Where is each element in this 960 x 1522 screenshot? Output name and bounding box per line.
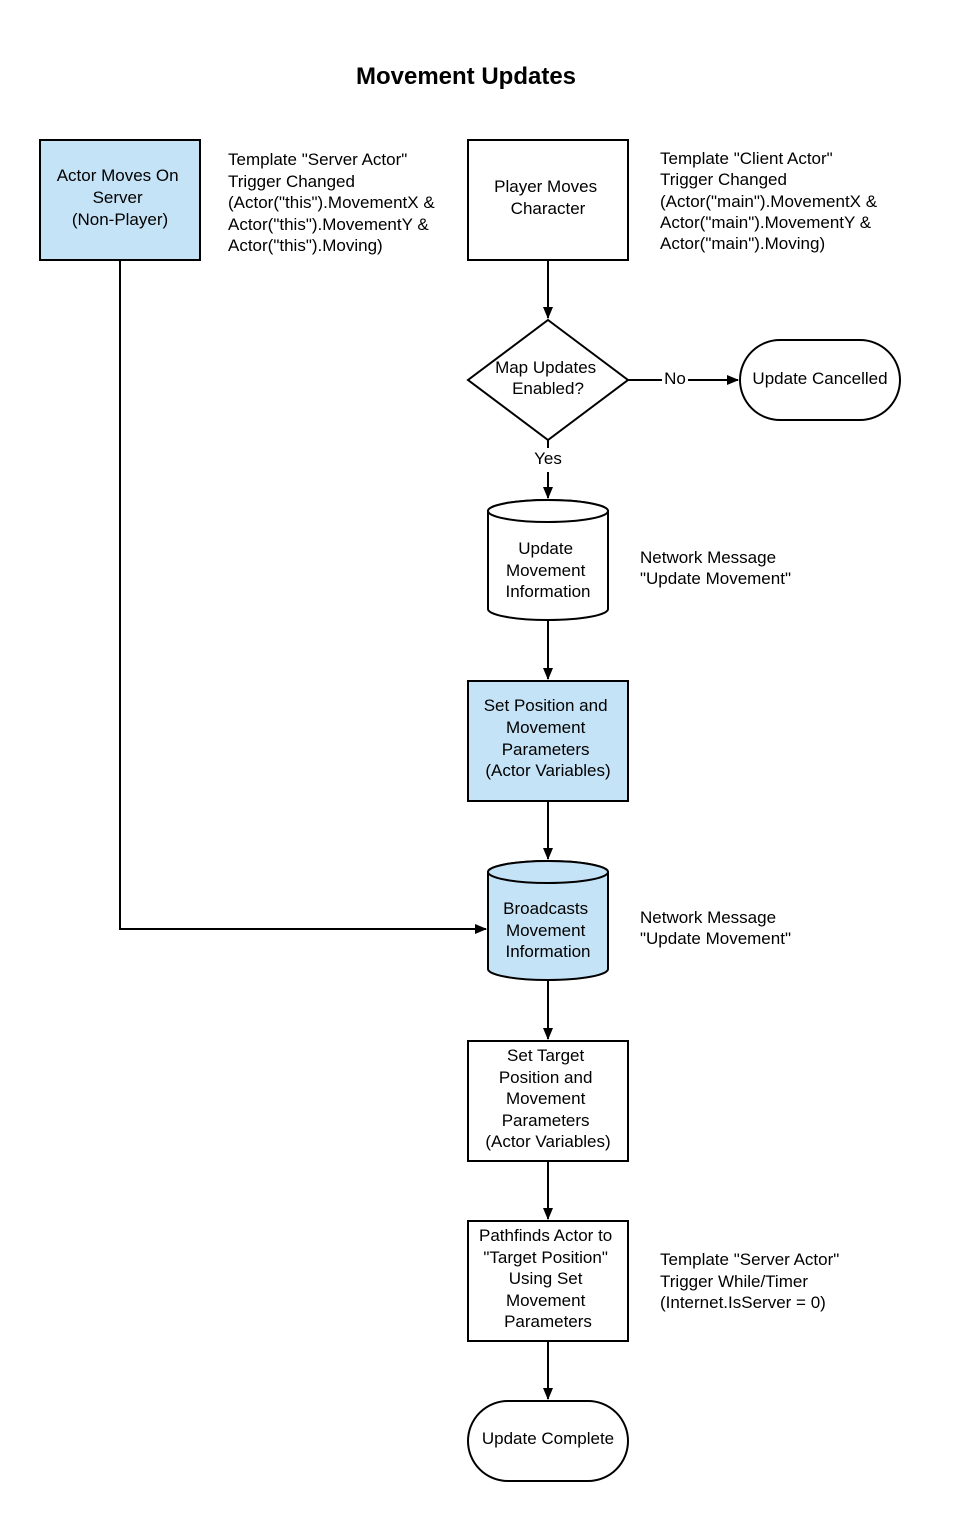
note-line: Trigger Changed — [228, 172, 355, 191]
node-line: Broadcasts — [503, 899, 588, 918]
node-broadcasts-movement-information: Broadcasts Movement Information — [487, 860, 609, 981]
node-pathfinds-actor: Pathfinds Actor to "Target Position" Usi… — [467, 1220, 629, 1342]
node-line: Character — [511, 199, 586, 218]
node-line: (Actor Variables) — [485, 1132, 610, 1151]
node-line: Using Set — [509, 1269, 583, 1288]
node-line: Set Position and — [484, 696, 608, 715]
node-line: (Actor Variables) — [485, 761, 610, 780]
svg-text:Broadcasts Movement: Broadcasts Movement Information — [503, 899, 593, 961]
node-line: Map Updates — [495, 358, 596, 377]
node-line: Set Target — [507, 1046, 584, 1065]
node-line: Parameters — [502, 740, 590, 759]
note-line: Network Message — [640, 548, 776, 567]
note-line: (Internet.IsServer = 0) — [660, 1293, 826, 1312]
svg-text:Set Position and Movemen: Set Position and Movement Parameters (Ac… — [484, 696, 613, 780]
note-line: Actor("this").Moving) — [228, 236, 383, 255]
node-line: (Non-Player) — [72, 210, 168, 229]
svg-text:Actor Moves On Server: Actor Moves On Server (Non-Player) — [57, 166, 184, 229]
edge-label-yes: Yes — [534, 449, 562, 468]
note-line: "Update Movement" — [640, 929, 791, 948]
node-line: Update Cancelled — [752, 369, 887, 388]
node-line: Pathfinds Actor to — [479, 1226, 612, 1245]
svg-text:Map Updates Enabled?: Map Updates Enabled? — [495, 358, 601, 398]
note-line: "Update Movement" — [640, 569, 791, 588]
note-line: Actor("main").MovementY & — [660, 213, 872, 232]
node-actor-moves-on-server: Actor Moves On Server (Non-Player) — [39, 139, 201, 261]
edge-label-no: No — [664, 369, 686, 388]
note-line: Network Message — [640, 908, 776, 927]
node-line: Movement — [506, 1089, 586, 1108]
note-server-actor-trigger: Template "Server Actor" Trigger Changed … — [228, 150, 439, 255]
node-line: Movement — [506, 718, 586, 737]
node-line: Movement — [506, 561, 586, 580]
node-line: Server — [93, 188, 143, 207]
node-line: Position and — [499, 1068, 593, 1087]
node-line: Parameters — [502, 1111, 590, 1130]
node-update-movement-information: Update Movement Information — [487, 499, 609, 621]
note-line: (Actor("this").MovementX & — [228, 193, 435, 212]
note-network-message-update: Network Message "Update Movement" — [640, 548, 791, 588]
node-line: Actor Moves On — [57, 166, 179, 185]
svg-text:Update Movement In: Update Movement Information — [505, 539, 590, 601]
node-line: "Target Position" — [483, 1248, 608, 1267]
node-line: Update Complete — [482, 1429, 614, 1448]
diagram-title: Movement Updates — [356, 63, 576, 90]
note-client-actor-trigger: Template "Client Actor" Trigger Changed … — [660, 149, 882, 253]
note-line: (Actor("main").MovementX & — [660, 192, 878, 211]
svg-text:Pathfinds Actor to "Targ: Pathfinds Actor to "Target Position" Usi… — [479, 1226, 617, 1331]
node-line: Information — [505, 582, 590, 601]
note-line: Actor("this").MovementY & — [228, 215, 429, 234]
node-line: Player Moves — [494, 177, 597, 196]
node-line: Movement — [506, 921, 586, 940]
edge-server-actor-to-broadcast — [119, 260, 487, 934]
node-map-updates-enabled-decision: Map Updates Enabled? — [466, 318, 630, 442]
node-set-position-parameters: Set Position and Movement Parameters (Ac… — [467, 680, 629, 802]
note-line: Actor("main").Moving) — [660, 234, 825, 253]
node-line: Update — [518, 539, 573, 558]
node-line: Enabled? — [512, 379, 584, 398]
note-line: Trigger Changed — [660, 170, 787, 189]
node-update-complete: Update Complete — [467, 1400, 629, 1482]
node-line: Parameters — [504, 1312, 592, 1331]
node-line: Information — [505, 942, 590, 961]
note-line: Template "Server Actor" — [660, 1250, 839, 1269]
svg-text:Set Target Position and: Set Target Position and Movement Paramet… — [485, 1046, 610, 1151]
note-line: Trigger While/Timer — [660, 1272, 808, 1291]
svg-text:Player Moves Character: Player Moves Character — [494, 177, 602, 218]
note-line: Template "Client Actor" — [660, 149, 833, 168]
node-player-moves-character: Player Moves Character — [467, 139, 629, 261]
node-line: Movement — [506, 1291, 586, 1310]
node-set-target-position-parameters: Set Target Position and Movement Paramet… — [467, 1040, 629, 1162]
note-network-message-broadcast: Network Message "Update Movement" — [640, 908, 791, 948]
svg-text:Update Complete: Update Complete — [482, 1429, 614, 1448]
node-update-cancelled: Update Cancelled — [739, 339, 901, 421]
svg-text:Update Cancelled: Update Cancelled — [752, 369, 887, 388]
note-line: Template "Server Actor" — [228, 150, 407, 169]
note-server-actor-timer: Template "Server Actor" Trigger While/Ti… — [660, 1250, 844, 1312]
